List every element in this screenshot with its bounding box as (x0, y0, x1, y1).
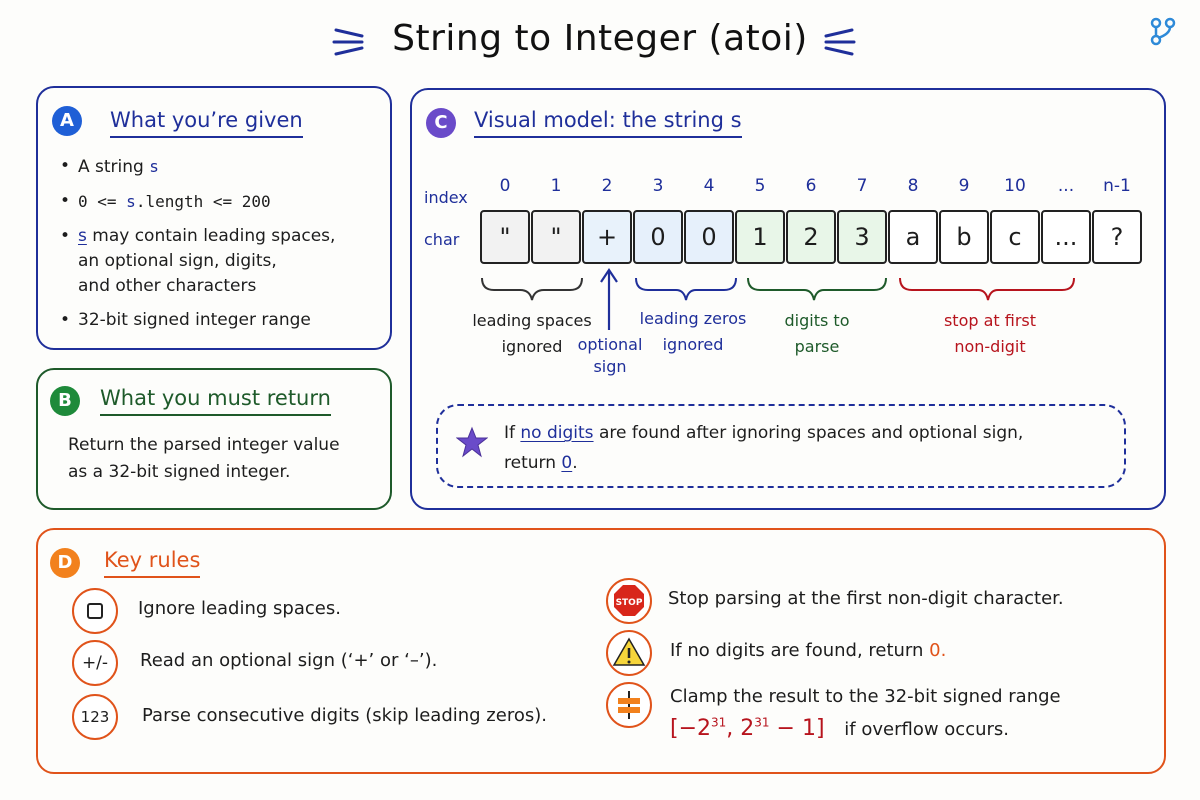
clamp-range: [−231, 231 − 1] (670, 716, 825, 742)
rule-ignore-spaces: Ignore leading spaces. (138, 598, 341, 619)
index-row-label: index (424, 188, 468, 207)
given-list: A string s 0 <= s.length <= 200 s may co… (56, 154, 376, 342)
char-cell: 0 (633, 210, 683, 264)
char-cell: ... (1041, 210, 1091, 264)
panel-key-rules: D Key rules (36, 528, 1166, 774)
panel-b-title: What you must return (100, 386, 331, 416)
rule-clamp: Clamp the result to the 32-bit signed ra… (670, 686, 1061, 707)
index-label: 8 (907, 176, 919, 196)
title-deco-right (824, 28, 856, 56)
sign-icon: +/- (72, 640, 118, 686)
index-label: 7 (856, 176, 868, 196)
char-cell: b (939, 210, 989, 264)
panel-d-title: Key rules (104, 548, 201, 578)
index-label: 9 (958, 176, 970, 196)
char-cell: 0 (684, 210, 734, 264)
page-title: String to Integer (atoi) (392, 18, 808, 59)
index-label: ... (1057, 176, 1075, 196)
given-item-range: 32-bit signed integer range (56, 308, 376, 333)
char-cell: 1 (735, 210, 785, 264)
char-cell: 3 (837, 210, 887, 264)
badge-c: C (426, 108, 456, 138)
index-label: 1 (550, 176, 562, 196)
index-label: 4 (703, 176, 715, 196)
given-item-length: 0 <= s.length <= 200 (56, 189, 376, 215)
rule-optional-sign: Read an optional sign (‘+’ or ‘–’). (140, 650, 438, 671)
space-icon (72, 588, 118, 634)
char-cell: c (990, 210, 1040, 264)
digits-icon: 123 (72, 694, 118, 740)
panel-a-title: What you’re given (110, 108, 303, 138)
given-item-contents: s may contain leading spaces,an optional… (56, 224, 376, 299)
stop-icon: STOP (606, 578, 652, 624)
badge-b: B (50, 386, 80, 416)
char-cell: " (531, 210, 581, 264)
char-cell: + (582, 210, 632, 264)
index-label: n-1 (1103, 176, 1131, 196)
panel-visual-model: C Visual model: the string s (410, 88, 1166, 510)
no-digits-note: If no digits are found after ignoring sp… (436, 404, 1126, 488)
clamp-icon (606, 682, 652, 728)
given-item-string: A string s (56, 154, 376, 180)
char-row-label: char (424, 230, 460, 249)
rule-parse-digits: Parse consecutive digits (skip leading z… (142, 705, 547, 726)
char-cell: 2 (786, 210, 836, 264)
char-cell: ? (1092, 210, 1142, 264)
star-icon (456, 426, 488, 458)
title-deco-left (332, 28, 364, 56)
index-label: 10 (1004, 176, 1026, 196)
branch-icon (1150, 17, 1176, 46)
index-label: 6 (805, 176, 817, 196)
badge-a: A (52, 106, 82, 136)
index-label: 3 (652, 176, 664, 196)
rule-no-digits: If no digits are found, return 0. (670, 640, 947, 661)
panel-given: A What you’re given A string s 0 <= s.le… (36, 86, 392, 350)
panel-return: B What you must return Return the parsed… (36, 368, 392, 510)
panel-c-title: Visual model: the string s (474, 108, 742, 138)
rule-stop-parsing: Stop parsing at the first non-digit char… (668, 588, 1064, 609)
char-cell: a (888, 210, 938, 264)
index-label: 2 (601, 176, 613, 196)
svg-text:STOP: STOP (616, 598, 643, 608)
warning-icon (606, 630, 652, 676)
rule-clamp-range-line: [−231, 231 − 1] if overflow occurs. (670, 716, 1010, 742)
char-cell: " (480, 210, 530, 264)
index-label: 5 (754, 176, 766, 196)
index-label: 0 (499, 176, 511, 196)
no-digits-text: If no digits are found after ignoring sp… (504, 423, 1024, 473)
badge-d: D (50, 548, 80, 578)
